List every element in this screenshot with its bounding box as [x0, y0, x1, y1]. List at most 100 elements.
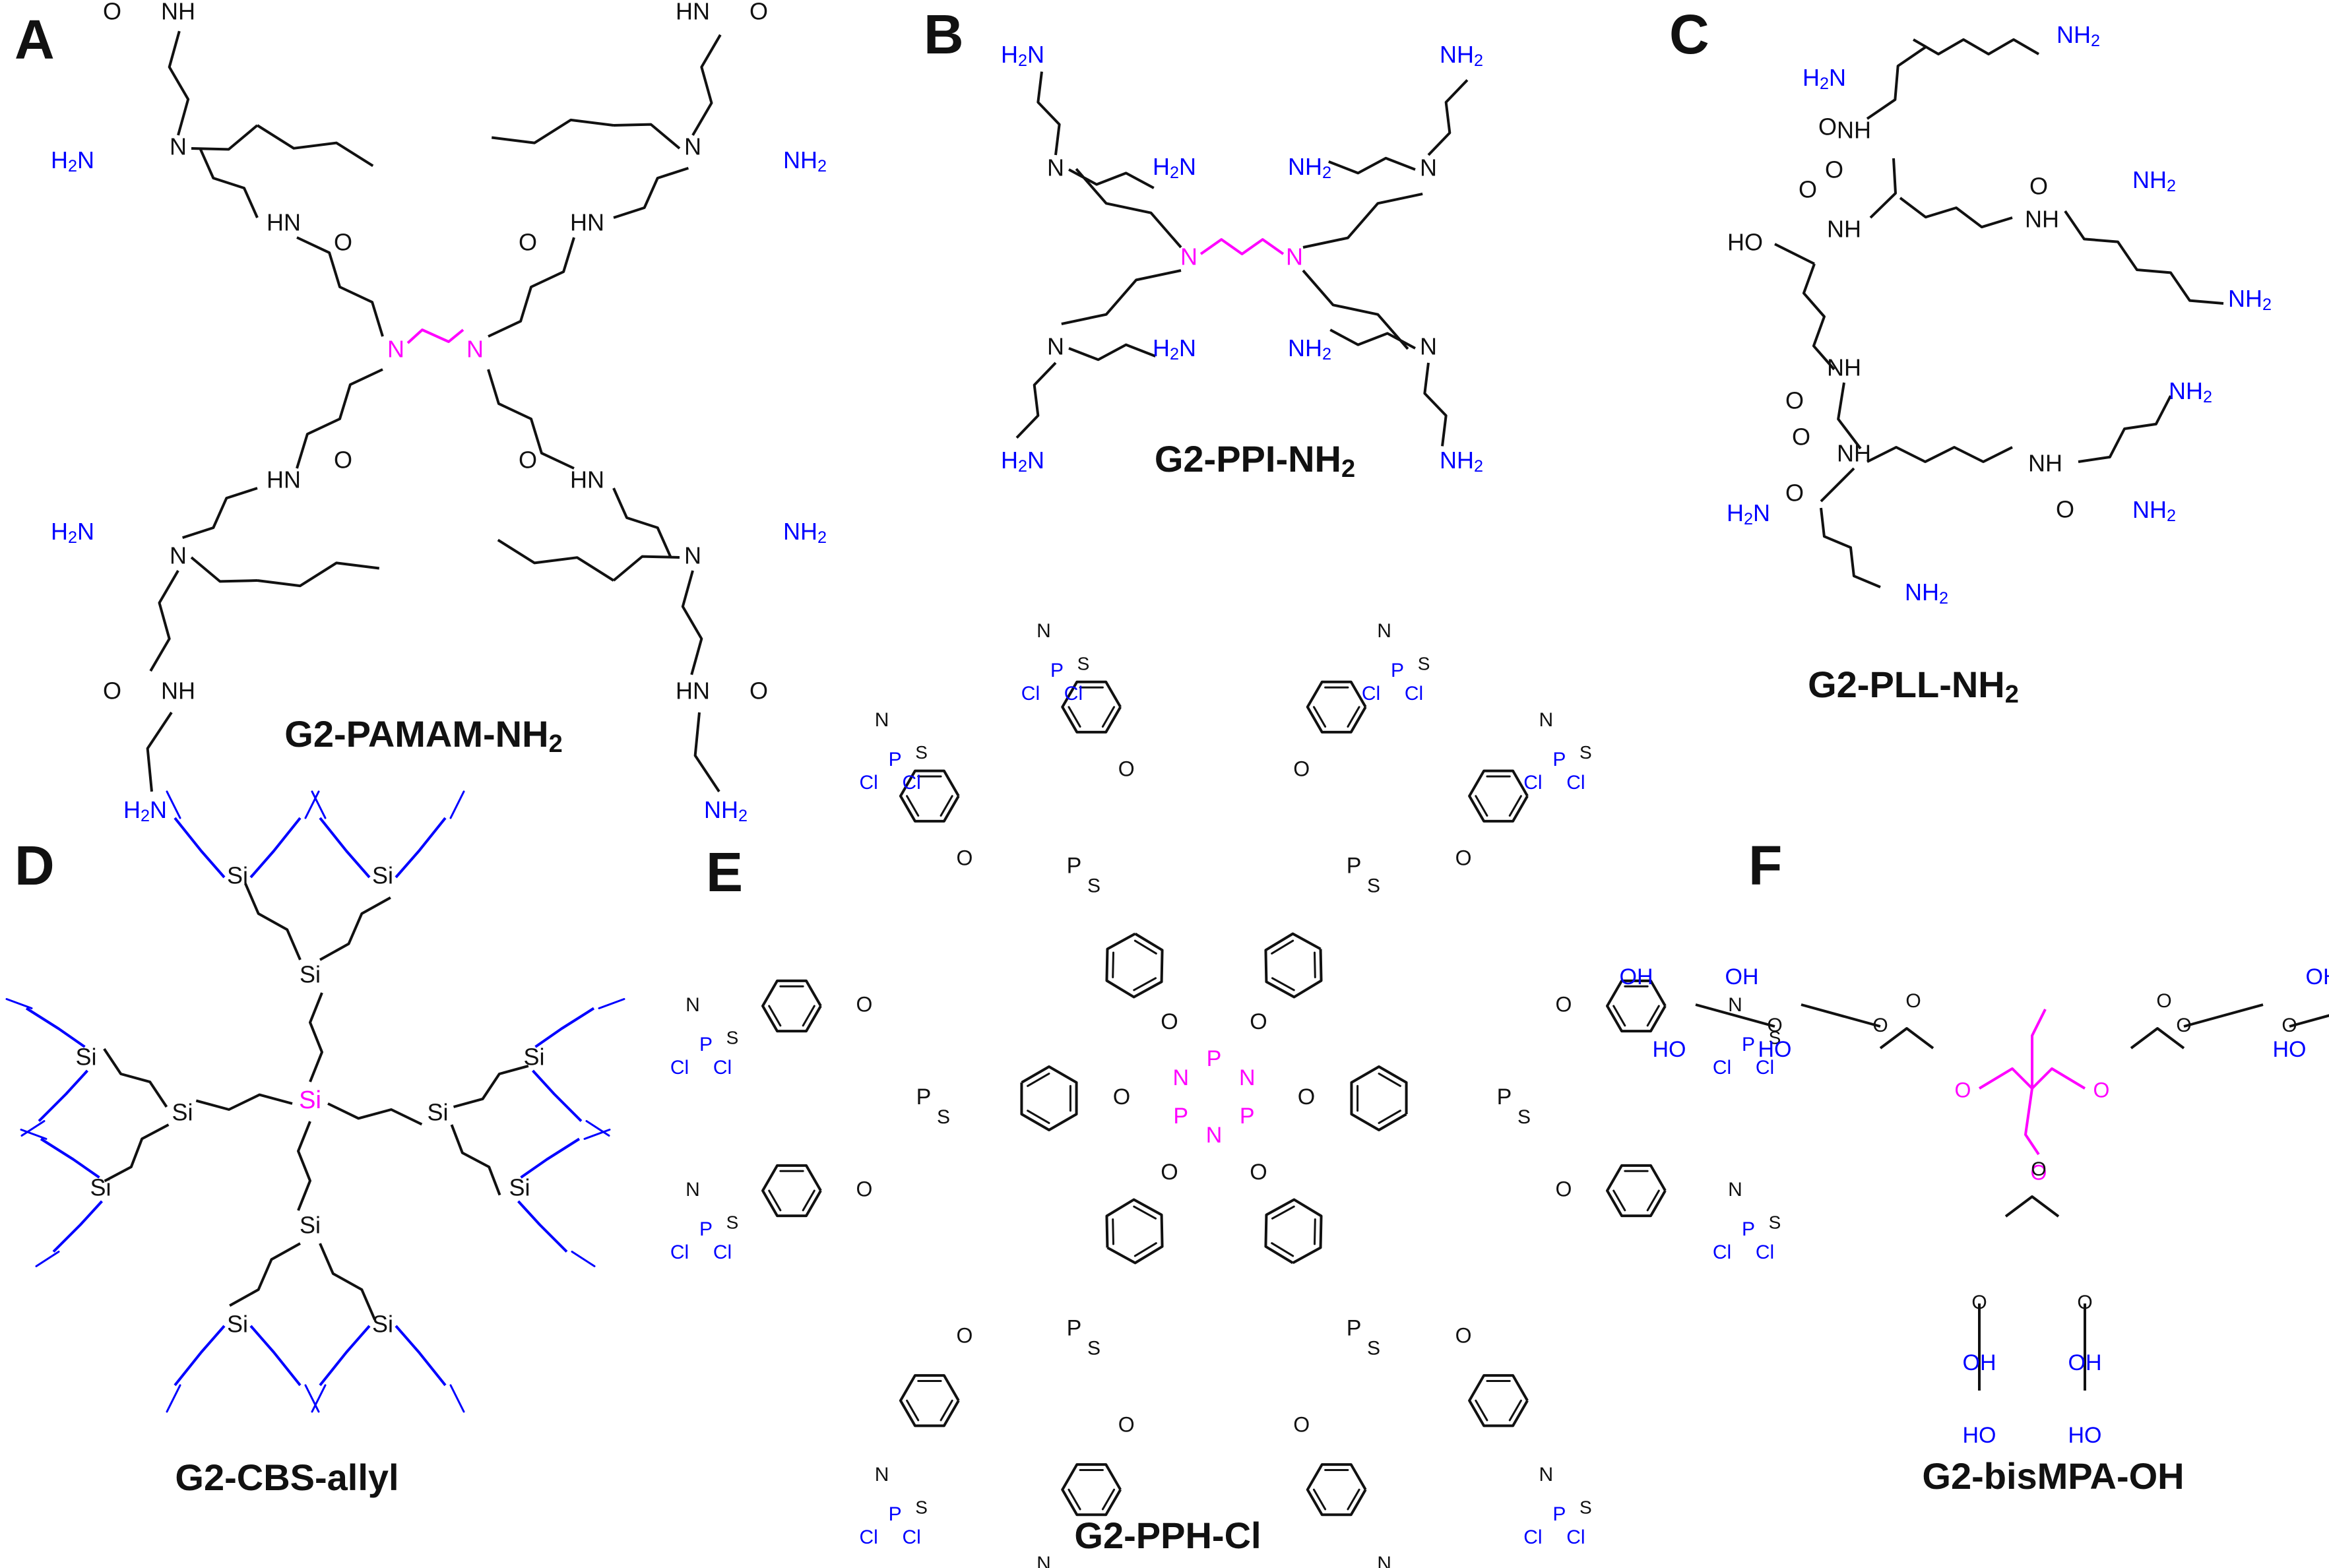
core-n-left: N: [387, 336, 404, 363]
terminal-amine: H2N: [51, 518, 94, 547]
bismpa-unit: [2004, 1195, 2060, 1218]
caption-pll: G2-PLL-NH2: [1808, 664, 2019, 708]
amide-nh: NH: [1837, 117, 1871, 144]
aromatic-bond: [1475, 795, 1488, 817]
branch-si: Si: [300, 961, 321, 988]
branch-chain: [1061, 269, 1182, 325]
allyl-double-bond: [598, 998, 625, 1009]
terminal-p: P: [699, 1034, 713, 1055]
arm-chain: [1423, 362, 1448, 447]
terminal-cl: Cl: [713, 1241, 732, 1263]
aryl-ether-o: O: [1161, 1009, 1178, 1034]
thiophosphoryl-p: P: [1497, 1084, 1512, 1110]
terminal-s: S: [726, 1027, 739, 1048]
propyl-chain: [327, 1102, 423, 1126]
outer-si: Si: [90, 1174, 111, 1201]
terminal-cl: Cl: [1566, 1526, 1585, 1548]
carbonyl-o: O: [1818, 113, 1837, 141]
carbonyl-o: O: [103, 677, 121, 705]
core-n-right: N: [466, 336, 484, 363]
benzene-ring: [761, 1164, 822, 1218]
benzene-ring: [1468, 1374, 1529, 1427]
allyl-double-bond: [311, 790, 327, 819]
phosphazene-atom: N: [1172, 1065, 1189, 1090]
propyl-chain: [319, 1243, 376, 1321]
aromatic-bond: [1027, 1110, 1050, 1124]
arm-chain: [149, 569, 179, 672]
aromatic-bond: [1347, 1488, 1360, 1511]
branch-chain: [1302, 193, 1423, 249]
branch-n: N: [1420, 154, 1437, 181]
terminal-hydroxyl: HO: [1758, 1037, 1792, 1062]
terminal-cl: Cl: [859, 772, 877, 794]
thiophosphoryl-p: P: [1067, 853, 1082, 878]
propyl-chain: [450, 1124, 501, 1196]
allyl-group: [395, 817, 447, 879]
amide-nh: NH: [1827, 354, 1861, 381]
caption-ppi-main: G2-PPI-NH: [1154, 438, 1342, 480]
aromatic-bond: [906, 795, 920, 817]
carbonyl-o: O: [2156, 990, 2171, 1012]
benzene-ring: [1606, 979, 1667, 1033]
arm-chain: [168, 30, 190, 136]
terminal-amine: H2N: [1001, 447, 1044, 476]
allyl-group: [395, 1325, 447, 1387]
outer-si: Si: [372, 1311, 393, 1338]
carbonyl-o: O: [2056, 496, 2074, 523]
allyl-group: [52, 1200, 103, 1253]
arm-chain: [190, 556, 258, 583]
aryl-ether-o: O: [1556, 992, 1572, 1016]
allyl-group: [532, 1069, 583, 1122]
terminal-s: S: [915, 742, 928, 763]
amide-nh: HN: [267, 466, 301, 493]
carbonyl-o: O: [1785, 480, 1804, 507]
branch-n: N: [684, 542, 701, 569]
core-butyl: [1199, 238, 1285, 255]
panel-letter-a: A: [15, 9, 55, 71]
caption-pll-main: G2-PLL-NH: [1808, 664, 2005, 705]
lysine-side-chain: [2064, 210, 2224, 305]
terminal-amine: H2N: [123, 796, 167, 825]
arm-chain: [1037, 71, 1061, 156]
branch-chain: [1302, 269, 1409, 350]
amide-nh: NH: [2028, 450, 2062, 477]
arm-chain: [497, 538, 615, 582]
aromatic-bond: [1133, 977, 1157, 991]
thiophosphoryl-s: S: [937, 1106, 950, 1128]
allyl-group: [174, 1325, 226, 1387]
allyl-double-bond: [35, 1251, 60, 1267]
terminal-cl: Cl: [1362, 683, 1380, 705]
allyl-double-bond: [166, 1384, 181, 1413]
allyl-group: [249, 817, 302, 879]
aromatic-bond: [1068, 706, 1081, 728]
outer-si: Si: [227, 1311, 248, 1338]
aryl-ether-o: O: [1250, 1160, 1267, 1185]
terminal-cl: Cl: [1713, 1241, 1731, 1263]
caption-cbs: G2-CBS-allyl: [175, 1459, 399, 1496]
amide-nh: HN: [570, 466, 604, 493]
branch-chain: [182, 487, 258, 540]
lysine-side-chain: [1820, 507, 1881, 588]
aromatic-bond: [1133, 939, 1157, 955]
thiophosphoryl-p: P: [1347, 853, 1362, 878]
ester-chain: [2183, 1003, 2264, 1028]
ester-chain: [1695, 1003, 1775, 1028]
backbone: [1869, 158, 1898, 219]
aryl-ether-o: O: [856, 992, 873, 1016]
amide-nh: NH: [161, 0, 195, 25]
branch-n: N: [684, 133, 701, 160]
core-n-left: N: [1180, 243, 1197, 270]
benzene-ring: [899, 769, 960, 823]
allyl-group: [319, 817, 371, 879]
terminal-p: P: [1050, 660, 1064, 681]
allyl-double-bond: [583, 1129, 611, 1140]
panel-letter-d: D: [15, 834, 55, 896]
hydrazone-n: N: [1539, 1464, 1554, 1486]
branch-si: Si: [427, 1099, 448, 1126]
thiophosphoryl-s: S: [1087, 875, 1101, 896]
panel-letter-f: F: [1748, 834, 1783, 896]
ester-chain: [2289, 1014, 2329, 1028]
bismpa-unit: [2130, 1027, 2185, 1050]
terminal-amine: NH2: [704, 796, 748, 825]
